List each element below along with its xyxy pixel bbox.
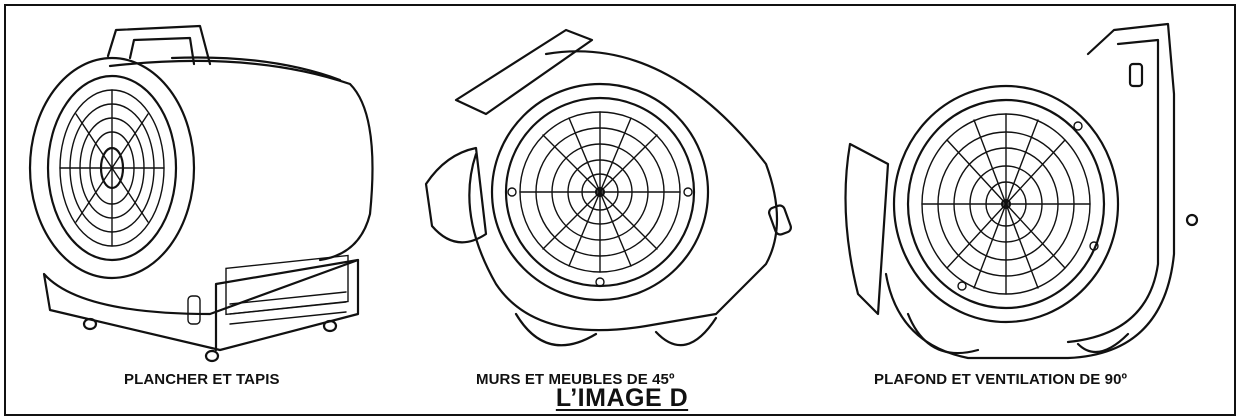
- feet: [906, 312, 1130, 355]
- figure-frame: PLANCHER ET TAPIS: [4, 4, 1236, 416]
- fan-floor-illustration: PLANCHER ET TAPIS: [20, 14, 420, 388]
- figure-title: L’IMAGE D: [555, 384, 689, 412]
- fan-90-illustration: PLAFOND ET VENTILATION DE 90º: [818, 14, 1218, 388]
- motor-cap: [424, 146, 488, 244]
- ring-outer: [490, 82, 710, 302]
- side-knob: [1185, 213, 1199, 227]
- fan-45-illustration: MURS ET MEUBLES DE 45º: [416, 14, 816, 388]
- front-ring-inner: [46, 74, 178, 262]
- foot-left: [82, 317, 98, 331]
- fan-base: [42, 258, 360, 352]
- fan-45-drawing: [424, 28, 792, 347]
- fan-grille: [507, 111, 693, 287]
- side-slot: [768, 204, 792, 236]
- base-front-edge: [214, 258, 360, 352]
- front-ring-outer: [28, 56, 196, 280]
- ring-inner: [906, 98, 1106, 310]
- housing-outline: [468, 50, 779, 332]
- motor-cap: [844, 142, 890, 316]
- foot-right: [322, 319, 338, 333]
- handle-outline: [106, 24, 212, 66]
- fan-grille: [59, 89, 165, 247]
- handle-inner: [128, 36, 196, 66]
- drum-body: [108, 59, 374, 262]
- drum-top-edge: [170, 56, 342, 82]
- foot-mid: [204, 349, 220, 363]
- handle-outline: [454, 28, 594, 116]
- caption-90: PLAFOND ET VENTILATION DE 90º: [874, 371, 1128, 388]
- side-slot: [187, 295, 201, 325]
- ring-outer: [892, 84, 1120, 324]
- fan-90-drawing: [844, 22, 1199, 360]
- fan-grille: [921, 113, 1099, 295]
- fan-floor-drawing: [28, 24, 374, 363]
- handle-slot: [1128, 62, 1144, 88]
- caption-floor: PLANCHER ET TAPIS: [124, 371, 280, 388]
- handle-track: [1066, 38, 1160, 344]
- caption-45: MURS ET MEUBLES DE 45º: [476, 371, 675, 388]
- feet: [514, 312, 718, 347]
- housing-outline: [884, 22, 1176, 360]
